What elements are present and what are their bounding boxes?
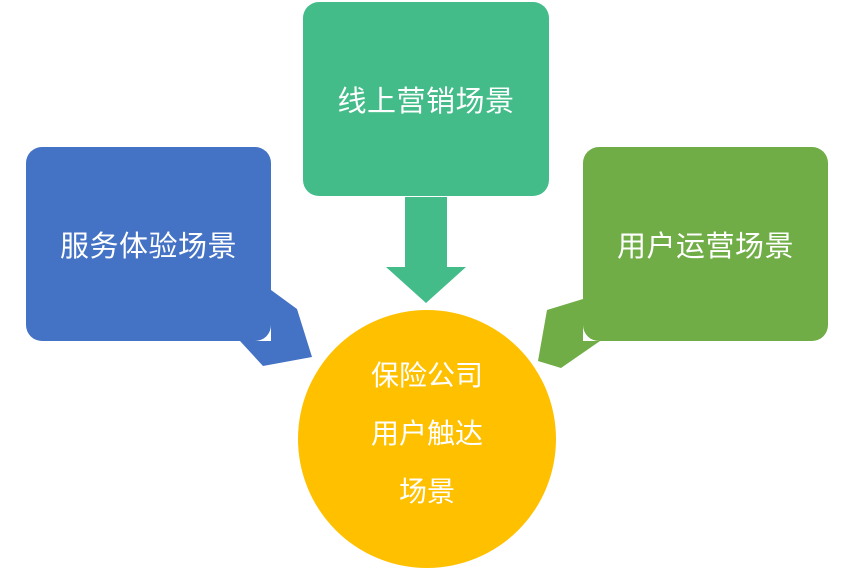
- node-label: 线上营销场景: [337, 84, 515, 118]
- center-line: 用户触达: [370, 417, 483, 450]
- arrow-top-to-center: [386, 197, 466, 303]
- center-line: 保险公司: [370, 359, 483, 392]
- node-service-experience: 服务体验场景: [26, 147, 271, 341]
- node-center-circle: 保险公司 用户触达 场景: [298, 310, 556, 568]
- arrow-right-to-center: [538, 299, 600, 368]
- center-line: 场景: [398, 475, 455, 508]
- arrow-left-to-center: [240, 290, 312, 366]
- node-label: 服务体验场景: [59, 229, 237, 263]
- node-user-operation: 用户运营场景: [583, 147, 828, 341]
- node-online-marketing: 线上营销场景: [303, 2, 549, 196]
- node-label: 用户运营场景: [616, 229, 794, 263]
